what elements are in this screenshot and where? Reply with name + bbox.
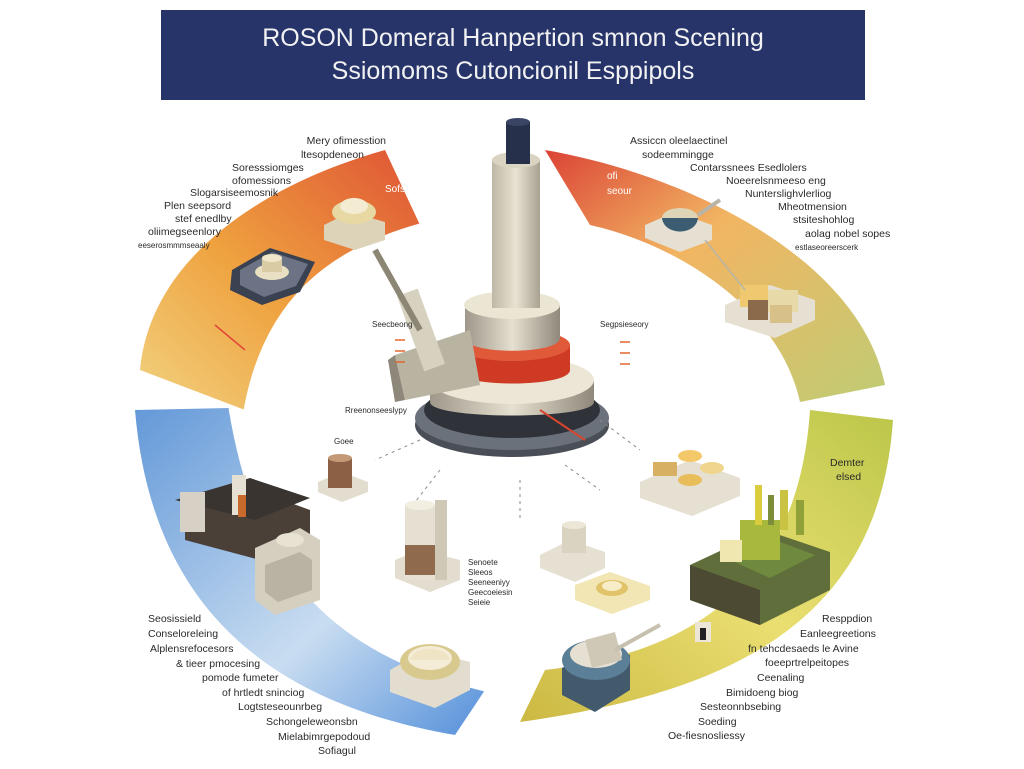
label-bottom-right-8: Oe-fiesnosliessy <box>668 730 746 742</box>
label-top-left-7: oliimegseenlory <box>148 226 221 238</box>
title-line-2: Ssiomoms Cutoncionil Esppipols <box>331 57 695 85</box>
label-top-right-2: Contarssnees Esedlolers <box>690 162 807 174</box>
label-bottom-left-7: Schongeleweonsbn <box>266 716 358 728</box>
label-bottom-right-3: foeeprtrelpeitopes <box>765 657 850 669</box>
label-top-right-1: sodeemmingge <box>642 149 714 161</box>
label-top-right-4: Nunterslighvlerliog <box>745 188 832 200</box>
tl-cup <box>324 198 385 250</box>
label-bottom-right-5: Bimidoeng biog <box>726 687 799 699</box>
band-label-br-0: Demter <box>830 457 865 469</box>
band-label-br-1: elsed <box>836 471 862 483</box>
label-center-left-2: Goee <box>334 437 354 446</box>
band-label-tl-0: Rolrerbosses <box>400 168 459 179</box>
label-bottom-right-1: Eanleegreetions <box>800 628 876 640</box>
label-bottom-center-3: Geecoeiesin <box>468 588 513 597</box>
title-line-1: ROSON Domeral Hanpertion smnon Scening <box>262 24 764 52</box>
label-top-right-3: Noeerelsnmeeso eng <box>726 175 826 187</box>
label-bottom-right-6: Sesteonnbsebing <box>700 701 782 713</box>
br-platform <box>690 485 830 625</box>
label-bottom-left-1: Conseloreleing <box>148 628 219 640</box>
label-center-right-0: Segpsieseory <box>600 320 649 329</box>
label-bottom-left-5: of hrtledt sninciog <box>222 687 305 699</box>
label-bottom-center-2: Seeneeniyy <box>468 578 510 587</box>
label-center-left-0: Seecbeong <box>372 320 413 329</box>
band-label-tr-1: seour <box>607 186 633 197</box>
band-label-tr-0: ofi <box>607 171 618 182</box>
label-bottom-left-9: Sofiagul <box>318 745 356 757</box>
label-bottom-right-7: Soeding <box>698 716 737 728</box>
bl-machine <box>175 475 402 662</box>
label-top-right-7: aolag nobel sopes <box>805 228 891 240</box>
label-bottom-left-0: Seosissield <box>148 613 202 625</box>
label-top-left-5: Plen seepsord <box>164 200 232 212</box>
label-bottom-left-6: Logtsteseounrbeg <box>238 701 323 713</box>
tl-tray <box>230 248 315 305</box>
quadrant-bottom-right <box>520 410 893 722</box>
title-banner: ROSON Domeral Hanpertion smnon Scening S… <box>161 10 865 100</box>
label-top-right-6: stsiteshohlog <box>793 214 855 226</box>
quadrant-top-right <box>545 150 885 402</box>
br-dish <box>562 623 661 712</box>
label-top-left-1: ltesopdeneon <box>300 149 364 161</box>
label-top-left-4: Slogarsiseemosnik <box>190 187 279 199</box>
label-bottom-center-1: Sleeos <box>468 568 493 577</box>
label-bottom-center-0: Senoete <box>468 558 498 567</box>
label-top-left-6: stef enedlby <box>175 213 232 225</box>
label-top-left-8: eeserosmmmseaaly <box>138 241 210 250</box>
tr-bowl <box>645 198 722 252</box>
cylinder-small <box>318 454 368 502</box>
label-top-right-5: Mheotmension <box>778 201 847 213</box>
label-top-left-0: Mery ofimesstion <box>306 135 386 147</box>
label-bottom-right-2: fn tehcdesaeds le Avine <box>748 643 859 655</box>
tall-cylinder <box>395 500 460 592</box>
label-bottom-left-2: Alplensrefocesors <box>150 643 234 655</box>
label-bottom-left-8: Mielabimrgepodoud <box>278 731 371 743</box>
label-top-left-2: Soresssiomges <box>232 162 304 174</box>
band-label-tl-1: Sofs eonteesnebar <box>385 184 469 195</box>
br-small-cup <box>695 622 711 642</box>
label-top-right-8: estlaseoreerscerk <box>795 243 859 252</box>
central-machine <box>372 118 609 457</box>
label-center-left-1: Rreenonseeslypy <box>345 406 407 415</box>
label-bottom-left-4: pomode fumeter <box>202 672 279 684</box>
label-bottom-right-0: Resppdion <box>822 613 873 625</box>
tr-blocks <box>704 239 815 338</box>
bl-bowl <box>390 644 470 708</box>
label-bottom-left-3: & tieer pmocesing <box>176 658 261 670</box>
center-cups <box>540 521 650 614</box>
label-bottom-center-4: Seieie <box>468 598 491 607</box>
label-top-left-3: ofomessions <box>232 175 291 187</box>
label-bottom-right-4: Ceenaling <box>757 672 805 684</box>
label-top-right-0: Assiccn oleelaectinel <box>630 135 728 147</box>
cheese-tray <box>640 450 740 516</box>
